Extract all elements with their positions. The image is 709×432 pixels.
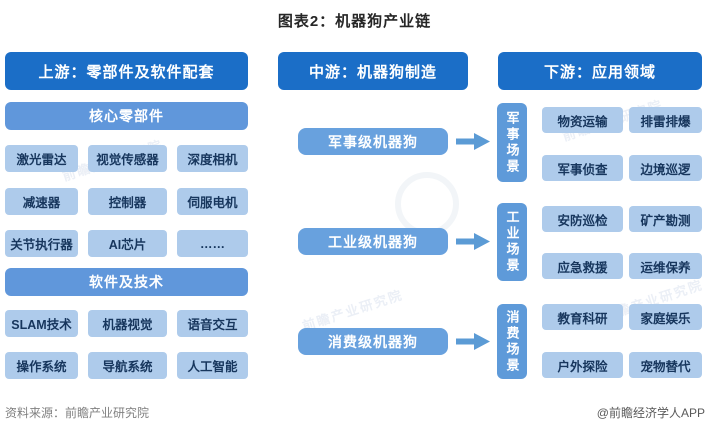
software-item-slam: SLAM技术 [5, 310, 78, 337]
component-item-servo-motor: 伺服电机 [177, 188, 248, 215]
application-item-home-entertainment: 家庭娱乐 [629, 304, 702, 330]
flow-arrow-icon [456, 133, 490, 150]
software-item-navigation-system: 导航系统 [88, 352, 167, 379]
software-item-operating-system: 操作系统 [5, 352, 78, 379]
component-item-ai-chip: AI芯片 [88, 230, 167, 257]
application-item-material-transport: 物资运输 [542, 107, 623, 133]
component-item-vision-sensor: 视觉传感器 [88, 145, 167, 172]
application-item-pet-substitute: 宠物替代 [629, 352, 702, 378]
software-item-voice-interaction: 语音交互 [177, 310, 248, 337]
upstream-section-core-components-title: 核心零部件 [5, 102, 248, 130]
software-item-machine-vision: 机器视觉 [88, 310, 167, 337]
watermark-logo [395, 172, 459, 236]
application-item-emergency-rescue: 应急救援 [542, 253, 623, 279]
application-item-security-inspection: 安防巡检 [542, 206, 623, 232]
upstream-section-software-title: 软件及技术 [5, 268, 248, 296]
scenario-strip-military: 军事场景 [497, 103, 527, 182]
application-item-mine-clearance: 排雷排爆 [629, 107, 702, 133]
downstream-header: 下游：应用领域 [498, 52, 702, 90]
source-note: 资料来源：前瞻产业研究院 [5, 406, 150, 420]
application-item-mineral-survey: 矿产勘测 [629, 206, 702, 232]
component-item-lidar: 激光雷达 [5, 145, 78, 172]
application-item-military-recon: 军事侦查 [542, 155, 623, 181]
component-item-controller: 控制器 [88, 188, 167, 215]
application-item-maintenance: 运维保养 [629, 253, 702, 279]
midstream-header: 中游：机器狗制造 [278, 52, 468, 90]
chart-title: 图表2：机器狗产业链 [277, 13, 432, 30]
software-item-ai: 人工智能 [177, 352, 248, 379]
component-item-depth-camera: 深度相机 [177, 145, 248, 172]
scenario-strip-consumer: 消费场景 [497, 304, 527, 379]
midstream-box-consumer-grade: 消费级机器狗 [298, 328, 448, 355]
upstream-header: 上游：零部件及软件配套 [5, 52, 248, 90]
credit-note: @前瞻经济学人APP [596, 406, 705, 420]
flow-arrow-icon [456, 333, 490, 350]
application-item-border-patrol: 边境巡逻 [629, 155, 702, 181]
midstream-box-military-grade: 军事级机器狗 [298, 128, 448, 155]
midstream-box-industrial-grade: 工业级机器狗 [298, 228, 448, 255]
component-item-ellipsis: …… [177, 230, 248, 257]
component-item-reducer: 减速器 [5, 188, 78, 215]
application-item-education-research: 教育科研 [542, 304, 623, 330]
scenario-strip-industrial: 工业场景 [497, 203, 527, 281]
application-item-outdoor-exploration: 户外探险 [542, 352, 623, 378]
flow-arrow-icon [456, 233, 490, 250]
component-item-joint-actuator: 关节执行器 [5, 230, 78, 257]
